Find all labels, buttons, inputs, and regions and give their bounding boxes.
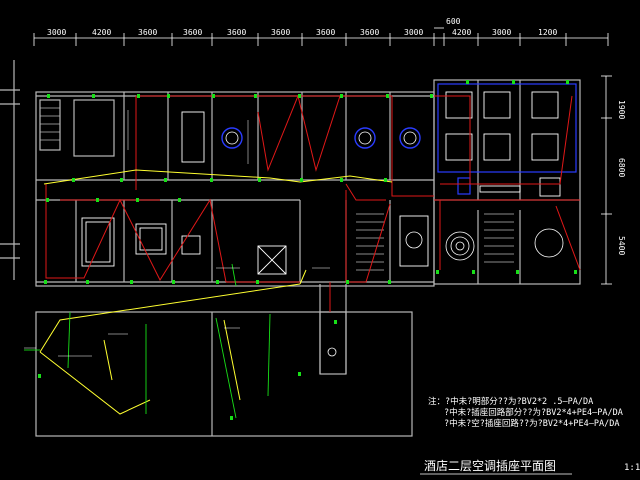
dim-top-2: 4200 xyxy=(92,28,111,37)
yellow-wiring-circuits xyxy=(39,169,393,415)
dim-top-5: 3600 xyxy=(227,28,246,37)
dim-top-extra: 600 xyxy=(446,17,461,26)
dim-top-9: 3000 xyxy=(404,28,423,37)
dim-top-6: 3600 xyxy=(271,28,290,37)
annotation-scribbles xyxy=(24,110,330,357)
top-dimension-chain xyxy=(33,27,609,46)
outlet-markers xyxy=(38,80,577,420)
red-wiring-circuits xyxy=(45,94,581,312)
dim-right-1: 1900 xyxy=(617,100,626,119)
dim-top-4: 3600 xyxy=(183,28,202,37)
right-dimension-chain xyxy=(601,75,612,285)
dim-top-7: 3600 xyxy=(316,28,335,37)
dim-top-12: 1200 xyxy=(538,28,557,37)
table-fixtures xyxy=(81,91,561,275)
ceiling-fixtures xyxy=(221,127,564,357)
drawing-title: 酒店二层空调插座平面图 xyxy=(424,458,556,473)
note-line-3: ?中未?空?插座回路??为?BV2*4+PE4—PA/DA xyxy=(444,418,619,429)
dim-right-3: 5400 xyxy=(617,236,626,255)
dim-top-11: 3000 xyxy=(492,28,511,37)
green-wiring-circuits xyxy=(24,263,271,419)
dim-right-2: 6800 xyxy=(617,158,626,177)
blue-fixture-squares xyxy=(437,83,577,195)
dim-top-3: 3600 xyxy=(138,28,157,37)
note-line-2: ?中未?插座回路部分??为?BV2*4+PE4—PA/DA xyxy=(444,407,623,418)
dim-top-10: 4200 xyxy=(452,28,471,37)
stair-hatching xyxy=(40,107,514,271)
note-line-1: 注：?中未?明部分??为?BV2*2 .5—PA/DA xyxy=(428,396,593,407)
drawing-scale: 1:1 xyxy=(624,463,640,473)
dim-top-8: 3600 xyxy=(360,28,379,37)
dim-top-1: 3000 xyxy=(47,28,66,37)
